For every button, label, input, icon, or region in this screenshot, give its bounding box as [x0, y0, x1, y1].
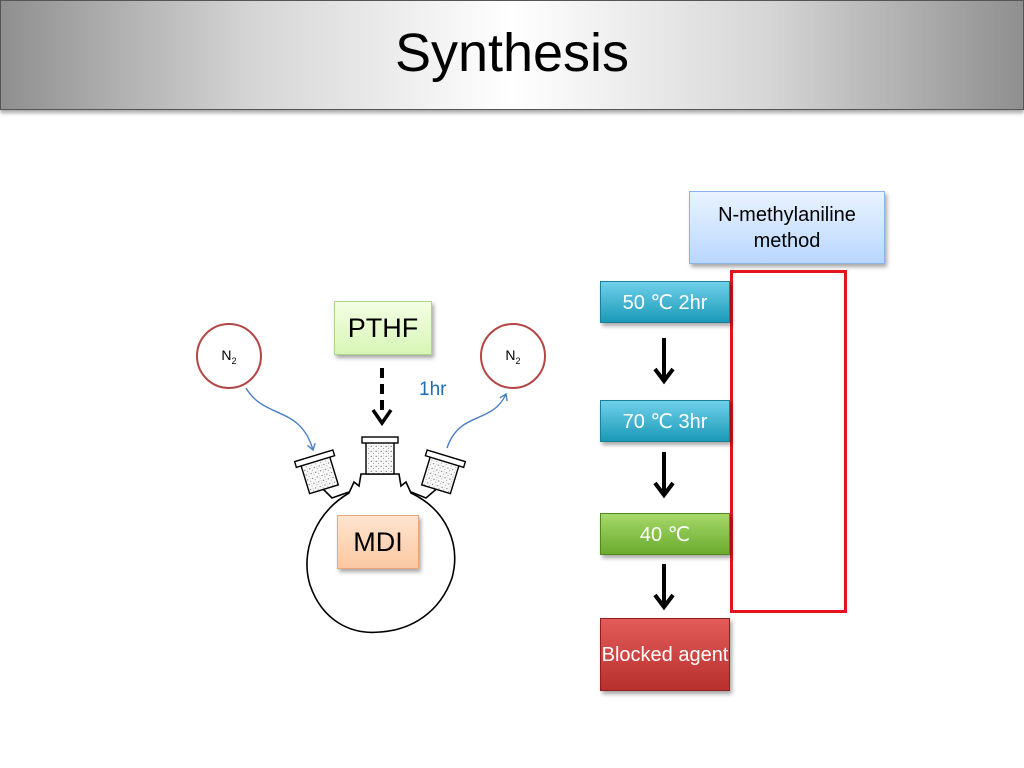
- mdi-box: MDI: [337, 515, 419, 569]
- flask-left-neck: [319, 485, 350, 499]
- step-70c-3hr: 70 ℃ 3hr: [600, 400, 730, 442]
- title-bar: Synthesis: [0, 0, 1024, 110]
- pthf-box: PTHF: [334, 301, 432, 355]
- step-blocked-agent: Blocked agent: [600, 618, 730, 691]
- pthf-dashed-arrowhead: [371, 409, 393, 427]
- time-label: 1hr: [419, 379, 447, 400]
- center-stopper: [361, 436, 399, 475]
- page-title: Synthesis: [394, 23, 630, 83]
- right-stopper: [420, 449, 467, 495]
- step-arrow-3: [653, 564, 675, 611]
- left-stopper: [293, 449, 340, 495]
- step-50c-2hr: 50 ℃ 2hr: [600, 281, 730, 323]
- n2-outlet-circle: N2: [480, 323, 546, 389]
- step-40c: 40 ℃: [600, 513, 730, 555]
- n2-inlet-label: N2: [221, 346, 237, 366]
- step-arrow-2: [653, 452, 675, 499]
- highlight-frame: [730, 270, 847, 613]
- step-arrow-1: [653, 338, 675, 385]
- flask-right-neck: [410, 485, 441, 499]
- n2-outlet-arrow: [446, 392, 508, 449]
- n2-outlet-label: N2: [505, 346, 521, 366]
- method-header-box: N-methylaniline method: [689, 191, 885, 264]
- n2-inlet-circle: N2: [196, 323, 262, 389]
- n2-inlet-arrow: [245, 387, 316, 452]
